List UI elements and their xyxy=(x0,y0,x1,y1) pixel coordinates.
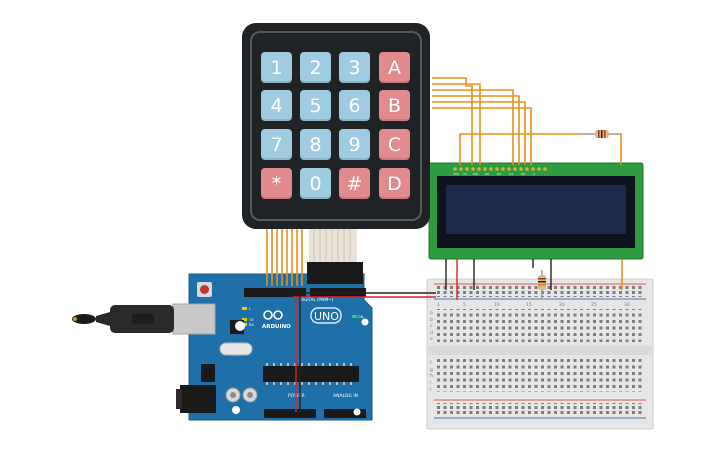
key-a[interactable]: A xyxy=(379,52,410,83)
led-tx-label: TX xyxy=(248,318,254,322)
usb-port xyxy=(172,303,216,335)
keypad-frame xyxy=(250,31,422,221)
bb-col-label: 10 xyxy=(494,302,500,308)
lcd-module[interactable]: VSS V0 RW D0 D2 D4 D6 A xyxy=(428,162,644,260)
bb-col-label: 25 xyxy=(591,302,597,308)
bb-row-label: a xyxy=(430,311,433,316)
digital-header-label: DIGITAL (PWM~) xyxy=(300,297,334,302)
usb-cable-end xyxy=(72,314,96,324)
lcd-pin-label: D2 xyxy=(497,172,501,176)
bb-row-label: e xyxy=(430,337,433,342)
led-on xyxy=(352,315,357,318)
keypad-to-arduino-wires xyxy=(266,228,303,286)
keypad-connector xyxy=(307,262,363,284)
key-3[interactable]: 3 xyxy=(339,52,370,83)
arduino-model: UNO xyxy=(314,310,339,323)
keypad-ribbon xyxy=(307,228,363,284)
key-b[interactable]: B xyxy=(379,90,410,121)
power-rail-top xyxy=(436,286,644,297)
terminal-strip-top xyxy=(436,309,644,342)
mounting-hole xyxy=(235,321,245,331)
arduino-brand: ARDUINO xyxy=(262,324,291,330)
key-star[interactable]: * xyxy=(261,168,292,199)
bb-col-label: 20 xyxy=(559,302,565,308)
power-header xyxy=(264,409,316,418)
analog-header-label: ANALOG IN xyxy=(333,393,358,399)
arduino-to-lcd-wires xyxy=(432,77,623,290)
key-6[interactable]: 6 xyxy=(339,90,370,121)
bb-row-label: f xyxy=(430,360,432,366)
lcd-screen xyxy=(446,185,626,234)
bb-row-label: c xyxy=(430,324,433,329)
analog-header xyxy=(324,409,366,418)
terminal-strip-bottom xyxy=(436,359,644,392)
mounting-hole xyxy=(232,406,240,414)
key-c[interactable]: C xyxy=(379,129,410,160)
power-jack[interactable] xyxy=(180,385,216,413)
led-rx-label: RX xyxy=(249,323,254,327)
keypad-4x4[interactable]: 1 2 3 A 4 5 6 B 7 8 9 C * 0 # D xyxy=(242,23,430,229)
bb-row-label: j xyxy=(429,386,431,392)
usb-cable[interactable] xyxy=(72,303,216,335)
bb-row-label: b xyxy=(430,317,433,323)
lcd-pin-label: RW xyxy=(473,172,478,176)
voltage-regulator xyxy=(201,364,215,382)
led-l xyxy=(242,307,247,310)
atmega-chip xyxy=(263,366,359,382)
led-l-label: L xyxy=(249,307,251,311)
bb-row-label: h xyxy=(430,373,433,379)
bb-row-label: g xyxy=(430,368,433,373)
key-0[interactable]: 0 xyxy=(300,168,331,199)
mounting-hole xyxy=(353,408,361,416)
crystal xyxy=(219,342,253,356)
bb-row-label: d xyxy=(430,330,433,336)
lcd-pin-label: A xyxy=(533,172,536,176)
arduino-uno-board[interactable]: DIGITAL (PWM~) ARDUINO UNO L TX RX ON xyxy=(176,273,373,421)
lcd-pin-label: V0 xyxy=(463,172,467,176)
resistor-backlight[interactable] xyxy=(583,130,616,138)
lcd-pin-label: D6 xyxy=(521,172,525,176)
lcd-pin-label: VSS xyxy=(453,172,459,176)
bb-col-label: 30 xyxy=(624,302,630,308)
digital-header-low xyxy=(244,288,306,297)
arduino-logo-icon xyxy=(263,310,273,320)
key-7[interactable]: 7 xyxy=(261,129,292,160)
power-rail-bottom xyxy=(436,403,644,414)
bb-col-label: 1 xyxy=(437,302,440,308)
breadboard[interactable]: 1 5 10 15 20 25 30 a b c d e f g h i j xyxy=(426,278,654,430)
key-5[interactable]: 5 xyxy=(300,90,331,121)
resistor-contrast[interactable] xyxy=(538,270,546,298)
center-channel xyxy=(427,346,653,355)
key-hash[interactable]: # xyxy=(339,168,370,199)
bb-col-label: 5 xyxy=(463,302,466,308)
led-on-label: ON xyxy=(358,315,364,319)
key-8[interactable]: 8 xyxy=(300,129,331,160)
key-d[interactable]: D xyxy=(379,168,410,199)
led-tx xyxy=(242,318,247,321)
lcd-pin-label: D4 xyxy=(509,172,513,176)
key-1[interactable]: 1 xyxy=(261,52,292,83)
bb-row-label: i xyxy=(430,380,431,386)
key-9[interactable]: 9 xyxy=(339,129,370,160)
mounting-hole xyxy=(361,318,369,326)
bb-col-label: 15 xyxy=(526,302,532,308)
key-4[interactable]: 4 xyxy=(261,90,292,121)
power-wires xyxy=(293,259,552,412)
lcd-pin-label: D0 xyxy=(485,172,489,176)
key-2[interactable]: 2 xyxy=(300,52,331,83)
